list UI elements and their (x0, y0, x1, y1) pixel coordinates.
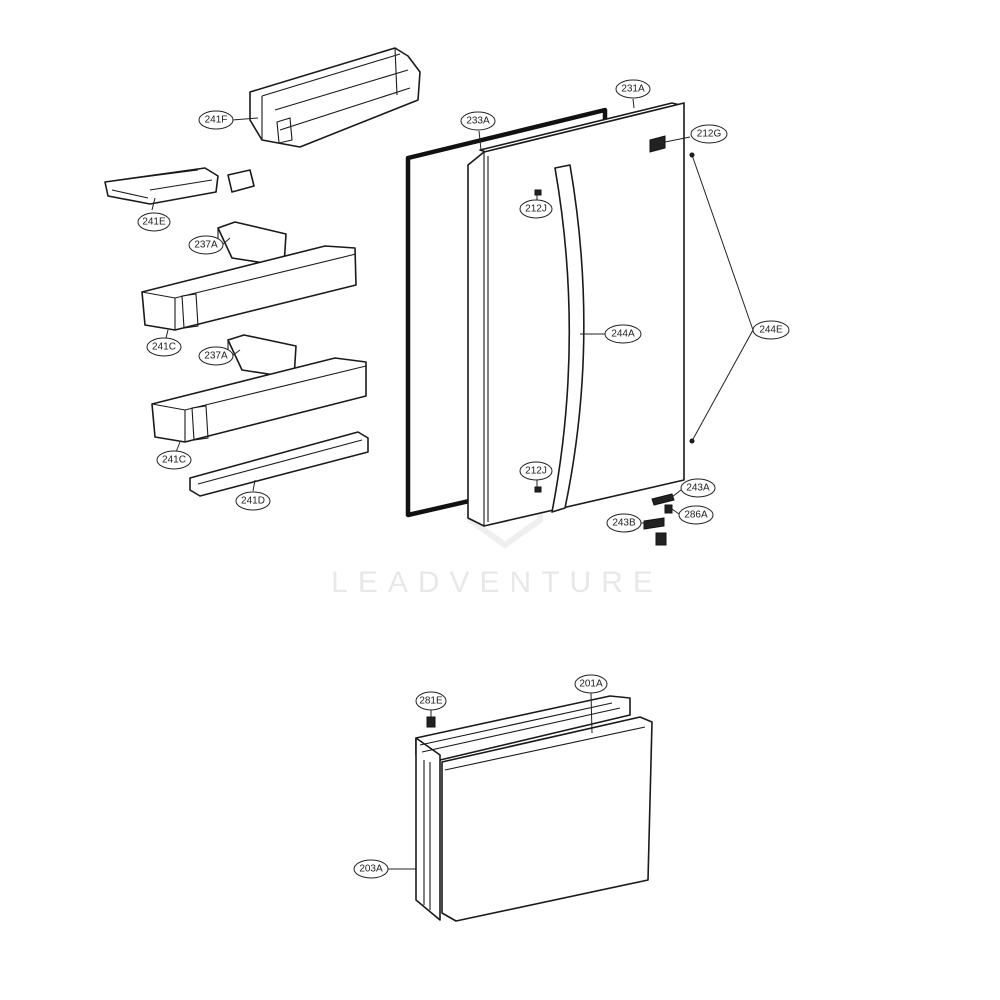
callout-233A: 233A (460, 111, 496, 131)
callout-244A: 244A (604, 324, 642, 344)
callout-label: 203A (359, 864, 383, 875)
callout-label: 212J (525, 466, 547, 477)
callout-label: 201A (579, 679, 603, 690)
callout-label: 212J (525, 204, 547, 215)
callout-281E: 281E (415, 691, 447, 711)
callout-label: 241D (241, 496, 265, 507)
freezer-drawer-assembly (415, 695, 653, 922)
callout-label: 286A (684, 510, 708, 521)
callout-241C-upper: 241C (146, 337, 182, 357)
callout-leaders (151, 98, 754, 870)
callout-286A: 286A (678, 505, 714, 525)
callout-237A-lower: 237A (198, 346, 234, 366)
callout-label: 233A (466, 116, 490, 127)
callout-label: 244A (611, 329, 635, 340)
door-basket-241F (249, 47, 421, 148)
callout-237A-upper: 237A (188, 235, 224, 255)
door-bin-241C-lower (151, 334, 367, 443)
callout-212G: 212G (690, 124, 728, 144)
callout-201A: 201A (574, 674, 608, 694)
callout-241E: 241E (137, 212, 171, 232)
callout-212J-upper: 212J (519, 199, 553, 219)
callout-label: 241E (142, 217, 166, 228)
callout-label: 243B (612, 518, 636, 529)
callout-label: 241F (205, 115, 228, 126)
callout-label: 281E (419, 696, 443, 707)
callout-label: 231A (621, 84, 645, 95)
callout-label: 237A (204, 351, 228, 362)
callout-212J-lower: 212J (519, 461, 553, 481)
watermark: LEADVENTURE (331, 426, 663, 599)
callout-203A: 203A (353, 859, 389, 879)
callout-241D: 241D (235, 491, 271, 511)
callout-243B: 243B (606, 513, 642, 533)
refrigerator-door-assembly (405, 102, 695, 546)
callout-241C-lower: 241C (156, 450, 192, 470)
door-tray-241E (104, 167, 255, 205)
callout-243A: 243A (680, 478, 716, 498)
door-bin-241C-upper (141, 221, 357, 331)
callout-label: 237A (194, 240, 218, 251)
watermark-text: LEADVENTURE (331, 566, 663, 599)
callout-241F: 241F (198, 110, 234, 130)
callout-label: 241C (162, 455, 186, 466)
callout-label: 243A (686, 483, 710, 494)
callout-231A: 231A (615, 79, 651, 99)
callout-label: 241C (152, 342, 176, 353)
callout-244E: 244E (752, 320, 790, 340)
callout-label: 212G (697, 129, 722, 140)
callouts: 241F 241E 237A 241C 237A 241C 241D 233A … (137, 79, 790, 879)
door-rail-241D (189, 431, 369, 497)
callout-label: 244E (759, 325, 783, 336)
